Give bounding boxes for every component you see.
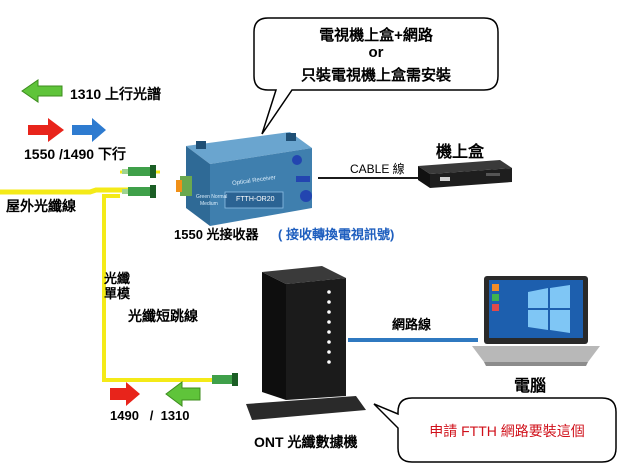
network-line-label: 網路線	[392, 317, 432, 332]
fiber-connector-ont	[212, 373, 238, 386]
cable-line-label: CABLE 線	[350, 162, 405, 176]
fiber-mode-label-1: 光纖	[104, 271, 131, 286]
computer-label: 電腦	[514, 378, 547, 395]
ont-green-arrow	[165, 381, 201, 407]
fiber-mode-label-2: 單模	[104, 286, 131, 301]
fiber-connector-upper	[122, 165, 156, 178]
set-top-box-label: 機上盒	[436, 144, 485, 161]
upstream-wavelength-label: 1310 上行光譜	[70, 86, 162, 102]
callout-top-line2: or	[368, 44, 384, 61]
fiber-patch-label: 光纖短跳線	[128, 308, 198, 324]
callout-bottom-bubble	[373, 397, 617, 463]
fiber-connector-lower	[122, 185, 156, 198]
receiver-model-text: FTTH-OR20	[236, 196, 275, 203]
downstream-red-arrow	[28, 118, 64, 142]
outdoor-fiber-label: 屋外光纖線	[6, 198, 76, 214]
receiver-name-label: 1550 光接收器	[174, 227, 259, 242]
downstream-wavelength-label: 1550 /1490 下行	[24, 146, 126, 162]
optical-receiver-device	[176, 132, 312, 226]
receiver-note-label: ( 接收轉換電視訊號)	[278, 227, 395, 242]
callout-top-line1: 電視機上盒+網路	[319, 27, 433, 44]
fiber-patch-cord	[102, 194, 230, 382]
downstream-blue-arrow	[72, 118, 106, 142]
upstream-green-arrow-top	[21, 79, 63, 103]
callout-bottom-text: 申請 FTTH 網路要裝這個	[429, 423, 585, 439]
receiver-brand2-text: Medium	[200, 201, 218, 207]
receiver-brand-text: Green Normal	[196, 194, 228, 200]
ont-wavelengths-label: 1490 / 1310	[110, 408, 190, 423]
laptop-computer	[472, 276, 600, 366]
set-top-box-device	[418, 160, 512, 188]
ont-modem-device	[246, 266, 366, 420]
ont-device-label: ONT 光纖數據機	[254, 434, 358, 450]
ont-red-arrow	[110, 382, 140, 406]
outdoor-fiber-line	[0, 187, 128, 195]
callout-top-line3: 只裝電視機上盒需安裝	[300, 67, 451, 84]
callout-top-bubble	[253, 17, 499, 135]
